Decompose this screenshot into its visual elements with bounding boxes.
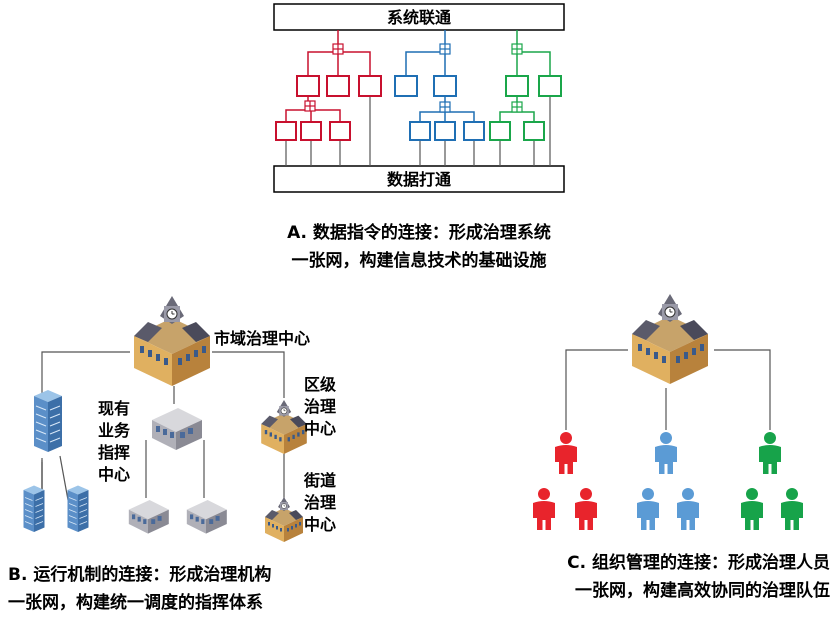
caption-c-line2: 一张网，构建高效协同的治理队伍 — [575, 580, 830, 601]
tower-building-small-2 — [67, 485, 89, 533]
svg-text:街道: 街道 — [303, 471, 336, 490]
red-network-group — [275, 30, 382, 141]
person-icon — [555, 432, 577, 474]
system-link-bar — [273, 3, 565, 31]
person-icon — [655, 432, 677, 474]
caption-b-line1: B. 运行机制的连接：形成治理机构 — [8, 564, 271, 585]
system-link-label: 系统联通 — [387, 8, 451, 27]
city-center-building — [133, 295, 211, 387]
svg-text:区级: 区级 — [304, 375, 337, 394]
person-icon — [677, 488, 699, 530]
existing-center-building — [152, 408, 202, 450]
svg-text:中心: 中心 — [98, 465, 130, 484]
svg-text:治理: 治理 — [304, 397, 336, 416]
green-network-group — [489, 30, 562, 141]
blue-network-group — [394, 30, 485, 141]
panel-b-org-tree: 市域治理中心 现有 业务 指挥 中心 区级 治理 中心 街道 治理 中心 B. … — [8, 295, 337, 613]
city-center-label: 市域治理中心 — [214, 329, 310, 348]
svg-text:业务: 业务 — [98, 421, 131, 440]
tower-building-small-1 — [23, 485, 45, 533]
caption-a-line1: A. 数据指令的连接：形成治理系统 — [287, 222, 551, 243]
panel-a-network: 系统联通 数据打通 — [273, 3, 565, 271]
caption-b-line2: 一张网，构建统一调度的指挥体系 — [8, 592, 263, 613]
person-icon — [533, 488, 555, 530]
svg-text:中心: 中心 — [304, 515, 336, 534]
svg-text:指挥: 指挥 — [98, 443, 130, 462]
district-center-building — [260, 399, 308, 455]
person-icon — [637, 488, 659, 530]
street-center-building — [264, 496, 304, 543]
grey-links — [285, 96, 551, 166]
data-link-label: 数据打通 — [387, 170, 451, 189]
leader-building — [631, 293, 709, 385]
green-people-group — [741, 432, 803, 530]
red-people-group — [533, 432, 597, 530]
person-icon — [741, 488, 763, 530]
existing-center-label: 现有 业务 指挥 中心 — [98, 399, 131, 484]
district-center-label: 区级 治理 中心 — [304, 375, 337, 438]
blue-people-group — [637, 432, 699, 530]
svg-text:现有: 现有 — [98, 399, 130, 418]
office-building-small-2 — [186, 500, 227, 534]
caption-a-line2: 一张网，构建信息技术的基础设施 — [292, 250, 547, 271]
svg-text:治理: 治理 — [304, 493, 336, 512]
caption-c-line1: C. 组织管理的连接：形成治理人员 — [567, 552, 830, 573]
person-icon — [759, 432, 781, 474]
panel-c-people-tree: C. 组织管理的连接：形成治理人员 一张网，构建高效协同的治理队伍 — [533, 293, 830, 601]
data-link-bar — [273, 165, 565, 193]
office-building-small-1 — [128, 500, 169, 534]
svg-text:中心: 中心 — [304, 419, 336, 438]
person-icon — [781, 488, 803, 530]
person-icon — [575, 488, 597, 530]
street-center-label: 街道 治理 中心 — [303, 471, 336, 534]
tower-building — [33, 389, 63, 453]
